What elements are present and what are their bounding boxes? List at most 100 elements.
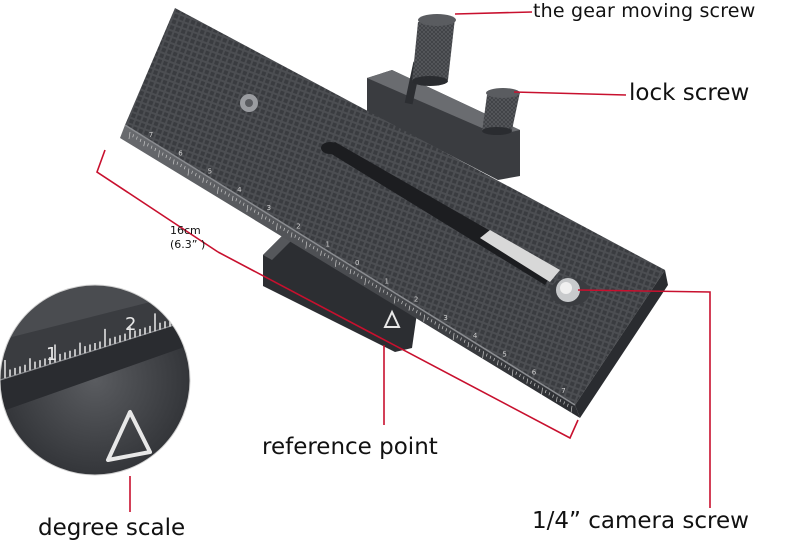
rail-scale-ticks xyxy=(128,131,573,414)
scale-tick xyxy=(449,330,451,334)
scale-tick xyxy=(342,264,344,268)
scale-tick xyxy=(235,198,238,202)
scale-tick xyxy=(441,325,444,330)
scale-tick xyxy=(198,175,201,179)
scale-tick xyxy=(541,387,543,395)
scale-tick xyxy=(220,188,223,193)
scale-tick xyxy=(397,298,400,302)
scale-tick xyxy=(187,168,190,176)
scale-tick xyxy=(279,225,282,229)
dimension-line xyxy=(96,149,579,440)
main-plate xyxy=(120,8,668,418)
scale-tick xyxy=(390,294,392,298)
scale-number: 6 xyxy=(532,369,537,377)
scale-tick xyxy=(500,362,503,366)
scale-tick xyxy=(393,296,396,304)
inset-number: 1 xyxy=(46,344,57,365)
scale-tick xyxy=(489,355,492,359)
scale-tick xyxy=(452,332,455,340)
scale-tick xyxy=(150,145,153,149)
scale-tick xyxy=(261,214,263,220)
scale-tick xyxy=(519,373,521,378)
scale-tick xyxy=(375,284,378,289)
scale-tick xyxy=(467,341,470,348)
scale-tick xyxy=(287,230,289,234)
length-in-label: (6.3” ) xyxy=(170,238,206,251)
lock-knob xyxy=(482,88,520,135)
scale-tick xyxy=(161,152,164,156)
scale-tick xyxy=(379,287,381,293)
scale-tick xyxy=(360,275,363,279)
scale-tick xyxy=(471,344,473,348)
scale-tick xyxy=(194,172,197,177)
triangle-icon xyxy=(106,410,152,462)
scale-tick xyxy=(474,346,477,350)
scale-tick xyxy=(357,273,359,277)
scale-tick xyxy=(504,364,507,369)
scale-tick xyxy=(364,278,367,286)
scale-tick xyxy=(485,353,488,357)
scale-tick xyxy=(334,259,337,267)
scale-tick xyxy=(555,396,558,402)
gear-moving-knob xyxy=(404,14,456,105)
scale-tick xyxy=(147,143,149,147)
scale-tick xyxy=(298,236,300,241)
scale-tick xyxy=(548,392,551,396)
scale-number: 5 xyxy=(502,350,506,358)
degree-scale-label: degree scale xyxy=(38,515,186,541)
scale-tick xyxy=(368,280,370,284)
triangle-icon xyxy=(383,309,401,328)
inset-number: 2 xyxy=(125,314,136,335)
scale-tick xyxy=(515,371,518,375)
scale-tick xyxy=(522,376,525,380)
reference-point-label: reference point xyxy=(262,434,438,460)
scale-number: 3 xyxy=(267,204,271,212)
scale-tick xyxy=(408,305,411,311)
scale-tick xyxy=(250,207,252,211)
scale-number: 6 xyxy=(178,149,183,157)
scale-tick xyxy=(183,166,186,170)
scale-number: 7 xyxy=(561,387,565,395)
gear-block xyxy=(367,70,520,180)
inset-scale-numbers: 12 xyxy=(46,314,136,365)
scale-tick xyxy=(231,195,234,202)
scale-tick xyxy=(158,150,160,158)
scale-tick xyxy=(327,255,330,259)
scale-tick xyxy=(478,348,481,353)
scale-tick xyxy=(268,218,271,222)
magnified-inset: 12 xyxy=(0,285,190,475)
scale-tick xyxy=(253,209,256,213)
scale-tick xyxy=(412,307,414,311)
scale-tick xyxy=(419,312,422,316)
scale-tick xyxy=(246,205,249,213)
scale-tick xyxy=(570,405,573,414)
scale-tick xyxy=(290,232,293,238)
scale-number: 5 xyxy=(208,168,212,176)
scale-tick xyxy=(139,138,142,142)
scale-tick xyxy=(331,257,333,261)
scale-tick xyxy=(320,250,322,256)
scale-tick xyxy=(537,385,540,389)
scale-tick xyxy=(460,337,462,341)
scale-tick xyxy=(563,401,565,405)
scale-tick xyxy=(154,147,157,152)
scale-tick xyxy=(309,243,311,247)
camera-screw xyxy=(550,278,590,306)
scale-tick xyxy=(493,357,495,362)
scale-tick xyxy=(176,161,179,165)
scale-tick xyxy=(566,403,569,407)
scale-tick xyxy=(228,193,230,197)
scale-tick xyxy=(257,211,260,216)
scale-tick xyxy=(496,360,499,366)
scale-tick xyxy=(401,300,403,305)
scale-tick xyxy=(136,136,138,140)
scale-tick xyxy=(427,316,429,321)
scale-number: 2 xyxy=(296,222,300,230)
scale-tick xyxy=(165,154,168,158)
scale-tick xyxy=(316,248,319,252)
scale-tick xyxy=(349,268,352,275)
scale-tick xyxy=(386,291,389,295)
scale-number: 4 xyxy=(237,186,242,194)
scale-tick xyxy=(239,200,241,204)
scale-tick xyxy=(143,141,146,147)
